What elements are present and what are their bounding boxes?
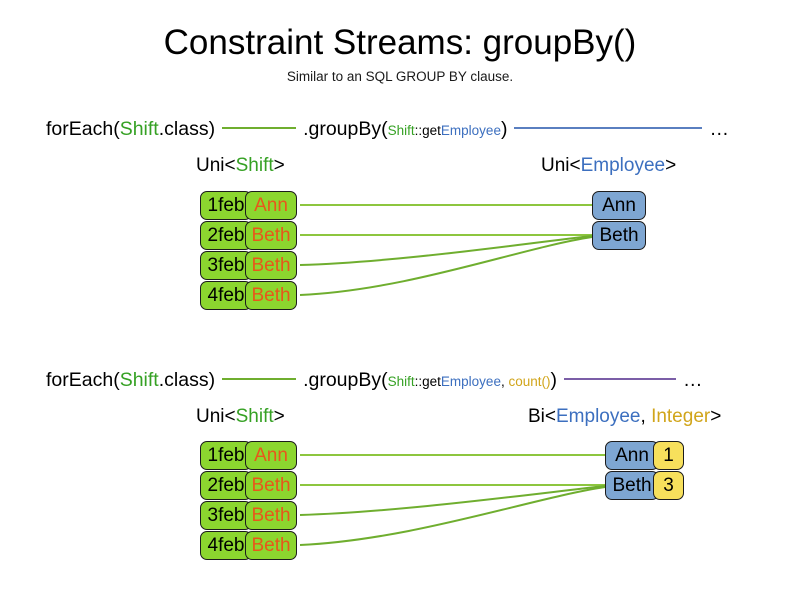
caption-suffix: >: [665, 155, 677, 176]
mapper-owner: Shift: [387, 374, 415, 389]
shift-row: 2feb Beth: [200, 221, 297, 250]
group-employee: Beth: [592, 221, 646, 250]
shift-row: 2feb Beth: [200, 471, 297, 500]
shift-date: 1feb: [200, 191, 252, 220]
group-row: Beth 3: [605, 471, 684, 500]
code-line-groupby-count: forEach(Shift.class).groupBy(Shift::getE…: [46, 368, 704, 394]
shift-employee: Beth: [245, 251, 297, 280]
connector-foreach-groupby: [222, 126, 297, 129]
mapper-separator: ::get: [414, 374, 441, 389]
group-row: Ann 1: [605, 441, 684, 470]
shift-employee: Ann: [245, 441, 297, 470]
shift-row: 3feb Beth: [200, 251, 297, 280]
mapper-separator: ::get: [414, 123, 441, 138]
caption-prefix: Uni<: [541, 155, 581, 176]
caption-prefix: Uni<: [196, 155, 236, 176]
shift-employee: Beth: [245, 531, 297, 560]
shift-date: 1feb: [200, 441, 252, 470]
shift-employee: Beth: [245, 281, 297, 310]
caption-left-uni-shift: Uni<Shift>: [196, 405, 285, 428]
shift-date: 2feb: [200, 221, 252, 250]
for-each-text: forEach(: [46, 118, 120, 140]
caption-type-separator: ,: [640, 406, 652, 427]
group-count: 1: [653, 441, 684, 470]
code-line-groupby-single: forEach(Shift.class).groupBy(Shift::getE…: [46, 117, 730, 143]
group-by-text: .groupBy(: [303, 118, 388, 140]
shift-row: 4feb Beth: [200, 281, 297, 310]
caption-suffix: >: [710, 406, 722, 427]
caption-left-uni-shift: Uni<Shift>: [196, 154, 285, 177]
page-subtitle: Similar to an SQL GROUP BY clause.: [286, 69, 514, 84]
shift-employee: Beth: [245, 501, 297, 530]
group-by-text: .groupBy(: [303, 369, 388, 391]
caption-type: Employee: [556, 406, 641, 427]
shift-row: 3feb Beth: [200, 501, 297, 530]
shift-date: 2feb: [200, 471, 252, 500]
group-by-tail: ): [500, 118, 508, 140]
connector-foreach-groupby: [222, 377, 297, 380]
shift-date: 4feb: [200, 281, 252, 310]
mapper-property: Employee: [440, 123, 501, 138]
caption-type2: Integer: [651, 406, 711, 427]
caption-prefix: Bi<: [528, 406, 556, 427]
shift-employee: Beth: [245, 221, 297, 250]
group-row: Beth: [592, 221, 646, 250]
shift-employee: Beth: [245, 471, 297, 500]
shift-date: 3feb: [200, 501, 252, 530]
caption-type: Employee: [580, 155, 666, 176]
caption-suffix: >: [273, 406, 285, 427]
for-each-tail: .class): [158, 118, 216, 140]
mapper-owner: Shift: [387, 123, 415, 138]
for-each-tail: .class): [158, 369, 216, 391]
caption-right-uni-employee: Uni<Employee>: [541, 154, 676, 177]
caption-suffix: >: [273, 155, 285, 176]
shift-row: 1feb Ann: [200, 441, 297, 470]
group-employee: Ann: [592, 191, 646, 220]
group-employee: Ann: [605, 441, 659, 470]
for-each-type: Shift: [119, 118, 159, 140]
group-by-tail: ): [550, 369, 558, 391]
group-employee: Beth: [605, 471, 659, 500]
group-count: 3: [653, 471, 684, 500]
caption-right-bi-employee-integer: Bi<Employee, Integer>: [528, 405, 721, 428]
shift-date: 3feb: [200, 251, 252, 280]
shift-row: 1feb Ann: [200, 191, 297, 220]
caption-prefix: Uni<: [196, 406, 236, 427]
connector-groupby-next: [564, 377, 677, 380]
shift-employee: Ann: [245, 191, 297, 220]
for-each-text: forEach(: [46, 369, 120, 391]
collector-count: count(): [508, 374, 551, 389]
ellipsis: …: [683, 369, 704, 391]
shift-date: 4feb: [200, 531, 252, 560]
caption-type: Shift: [235, 155, 274, 176]
mapper-property: Employee: [440, 374, 501, 389]
collector-separator: ,: [500, 374, 509, 389]
caption-type: Shift: [235, 406, 274, 427]
page-title: Constraint Streams: groupBy(): [163, 23, 637, 62]
for-each-type: Shift: [119, 369, 159, 391]
group-row: Ann: [592, 191, 646, 220]
connector-groupby-next: [514, 126, 703, 129]
ellipsis: …: [709, 118, 730, 140]
shift-row: 4feb Beth: [200, 531, 297, 560]
